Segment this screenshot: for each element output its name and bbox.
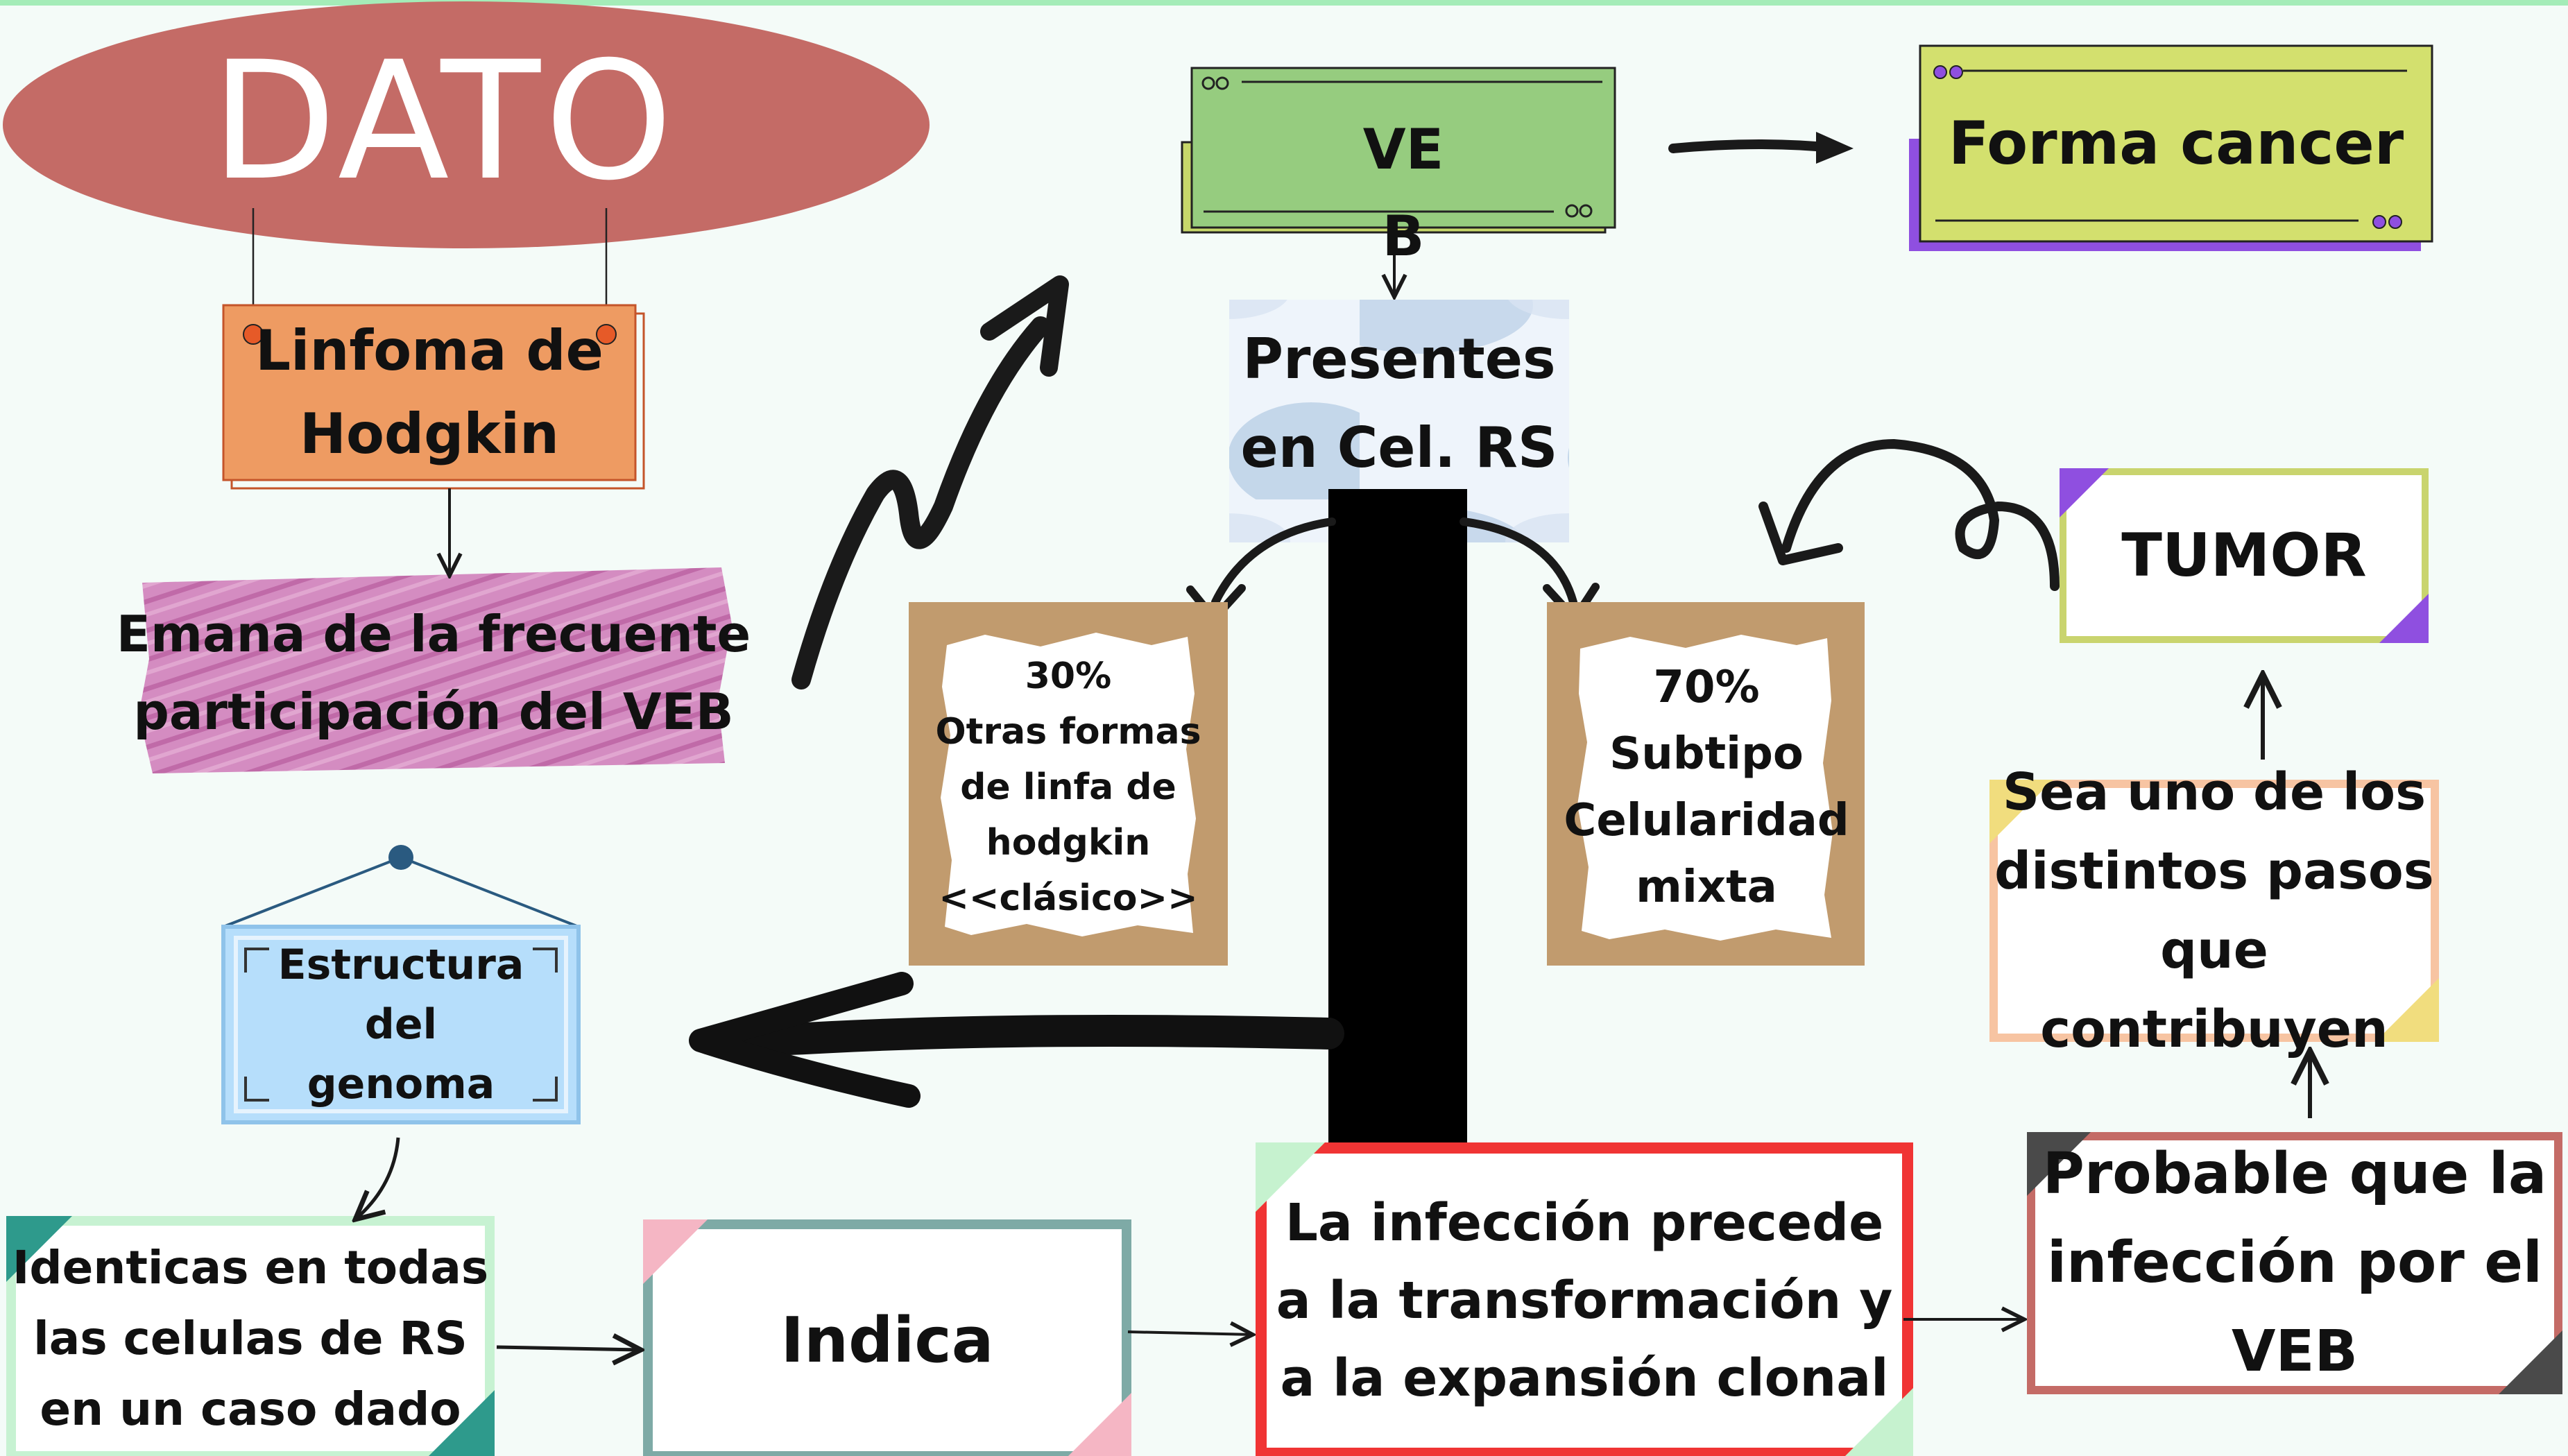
tumor-corner-tl bbox=[2060, 468, 2109, 517]
infeccion-label: La infección precede a la transformación… bbox=[1276, 1193, 1893, 1408]
big-arrow-shaft bbox=[705, 1015, 1344, 1056]
sign-nail bbox=[388, 845, 413, 870]
tumor-box bbox=[2060, 468, 2429, 643]
sign-string-left bbox=[223, 856, 402, 928]
tumor-label: TUMOR bbox=[2121, 521, 2367, 590]
infeccion-corner-br bbox=[1845, 1388, 1913, 1456]
loop-arrow-head bbox=[1758, 502, 1843, 565]
pct70-paper bbox=[1577, 635, 1833, 941]
infeccion-corner-tl bbox=[1256, 1142, 1325, 1212]
identicas-label: Identicas en todas las celulas de RS en … bbox=[12, 1240, 489, 1436]
pin-left bbox=[243, 324, 264, 345]
veb-dot bbox=[1579, 204, 1593, 218]
big-arrow-head bbox=[689, 972, 921, 1108]
forma-dot bbox=[2372, 215, 2386, 229]
forma-dot bbox=[2388, 215, 2402, 229]
arrow-veb-forma-head bbox=[1816, 132, 1854, 164]
indica-corner-br bbox=[1068, 1393, 1131, 1456]
sea-corner-tl bbox=[1989, 780, 2053, 843]
top-border-line bbox=[0, 0, 2568, 6]
sign-string-right bbox=[400, 856, 579, 928]
loop-arrow bbox=[1781, 438, 2060, 591]
squiggle-arrow bbox=[791, 316, 1050, 690]
forma-dot bbox=[1949, 65, 1963, 79]
probable-corner-br bbox=[2499, 1330, 2562, 1394]
veb-dot bbox=[1215, 76, 1229, 90]
indica-label: Indica bbox=[780, 1303, 994, 1377]
identicas-corner-br bbox=[429, 1390, 495, 1456]
indica-box bbox=[643, 1219, 1131, 1456]
emana-highlight bbox=[139, 567, 732, 773]
veb-label-line1: VE bbox=[1362, 117, 1444, 182]
estructura-box bbox=[221, 925, 581, 1124]
probable-corner-tl bbox=[2027, 1132, 2091, 1196]
estructura-corner bbox=[244, 948, 269, 973]
forma-cancer-label: Forma cancer bbox=[1948, 109, 2404, 178]
sea-box bbox=[1989, 780, 2439, 1042]
identicas-corner-tl bbox=[6, 1216, 72, 1282]
estructura-label: Estructura del genoma bbox=[277, 941, 524, 1108]
arrow-veb-forma bbox=[1668, 139, 1844, 153]
estructura-corner bbox=[533, 1077, 558, 1102]
forma-dot bbox=[1933, 65, 1947, 79]
squiggle-arrow-head bbox=[980, 275, 1069, 377]
estructura-corner bbox=[533, 948, 558, 973]
black-bar bbox=[1328, 489, 1467, 1176]
identicas-box bbox=[6, 1216, 495, 1456]
linfoma-box bbox=[222, 304, 637, 481]
pin-right bbox=[596, 324, 617, 345]
indica-corner-tl bbox=[643, 1219, 708, 1284]
pct70-label: 70% Subtipo Celularidad mixta bbox=[1564, 662, 1849, 913]
veb-box bbox=[1190, 67, 1616, 229]
pct30-paper bbox=[941, 633, 1196, 936]
presentes-label: Presentes en Cel. RS bbox=[1240, 327, 1558, 480]
forma-box bbox=[1919, 44, 2433, 243]
estructura-corner bbox=[244, 1077, 269, 1102]
veb-dot bbox=[1201, 76, 1215, 90]
arrow-estructura-identicas bbox=[355, 1137, 400, 1219]
veb-label-line2: B bbox=[1382, 203, 1425, 268]
probable-box bbox=[2027, 1132, 2562, 1394]
arrow-indica-infeccion bbox=[1127, 1332, 1253, 1335]
linfoma-label: Linfoma de Hodgkin bbox=[255, 318, 604, 466]
arrow-identicas-indica bbox=[496, 1347, 641, 1350]
tumor-corner-br bbox=[2379, 594, 2429, 643]
probable-label: Probable que la infección por el VEB bbox=[2042, 1141, 2547, 1385]
arrow-to-70 bbox=[1460, 517, 1577, 606]
veb-dot bbox=[1565, 204, 1579, 218]
pct30-label: 30% Otras formas de linfa de hodgkin <<c… bbox=[935, 656, 1201, 919]
sea-uno-label: Sea uno de los distintos pasos que contr… bbox=[1994, 762, 2434, 1059]
estructura-inner bbox=[234, 936, 568, 1113]
infeccion-box bbox=[1256, 1142, 1913, 1456]
arrow-to-30 bbox=[1211, 517, 1336, 606]
sea-corner-br bbox=[2375, 978, 2439, 1042]
dato-ellipse bbox=[3, 1, 930, 248]
dato-title: DATO bbox=[211, 26, 677, 216]
emana-label: Emana de la frecuente participación del … bbox=[116, 605, 751, 741]
